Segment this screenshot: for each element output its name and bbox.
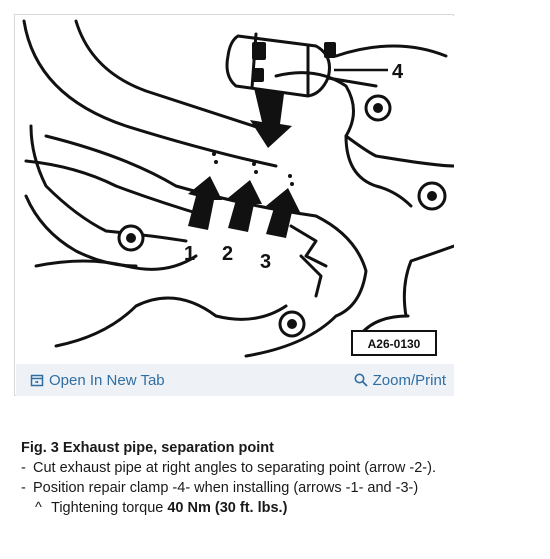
figure-toolbar: Open In New Tab Zoom/Print — [16, 364, 454, 396]
step-item: - Cut exhaust pipe at right angles to se… — [21, 458, 531, 478]
callout-1: 1 — [184, 243, 195, 265]
figure-card: 1 2 3 4 A26-0130 Open In New Tab — [14, 14, 454, 396]
magnifier-icon — [354, 373, 368, 387]
zoom-print-link[interactable]: Zoom/Print — [354, 372, 446, 389]
torque-label: Tightening torque — [51, 500, 168, 516]
step-item: - Position repair clamp -4- when install… — [21, 478, 531, 498]
callout-2: 2 — [222, 243, 233, 265]
exhaust-pipe-diagram: 1 2 3 4 A26-0130 — [16, 16, 454, 364]
torque-value: 40 Nm (30 ft. lbs.) — [167, 500, 288, 516]
figure-id-label: A26-0130 — [368, 337, 421, 351]
step-marker: - — [21, 460, 26, 476]
step-text: Cut exhaust pipe at right angles to sepa… — [33, 460, 436, 476]
open-new-tab-link[interactable]: Open In New Tab — [30, 372, 165, 389]
diagram-drawing: 1 2 3 4 A26-0130 — [22, 19, 454, 358]
caption-title: Fig. 3 Exhaust pipe, separation point — [21, 440, 274, 456]
step-text: Position repair clamp -4- when installin… — [33, 480, 419, 496]
external-window-icon — [30, 373, 44, 387]
zoom-print-label: Zoom/Print — [372, 371, 446, 389]
substep-marker: ^ — [35, 500, 42, 516]
callout-3: 3 — [260, 251, 271, 273]
open-new-tab-label: Open In New Tab — [49, 371, 165, 389]
torque-note: ^ Tightening torque 40 Nm (30 ft. lbs.) — [21, 498, 531, 518]
figure-caption: Fig. 3 Exhaust pipe, separation point - … — [21, 438, 531, 518]
step-marker: - — [21, 480, 26, 496]
callout-4: 4 — [392, 61, 404, 83]
